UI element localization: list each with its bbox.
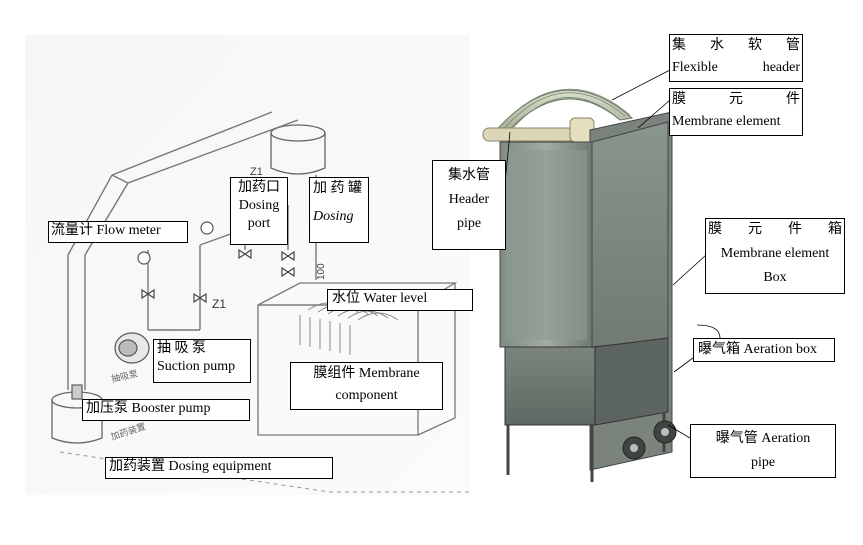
membrane-element-label: 膜 元 件 Membrane element: [669, 88, 803, 136]
header-pipe-en2: pipe: [456, 216, 482, 231]
suction-pump-cn: 抽 吸 泵: [157, 341, 206, 356]
aeration-box-text: 曝气箱 Aeration box: [698, 342, 817, 357]
membrane-box-cn: 膜 元 件 箱: [708, 222, 842, 237]
valve-symbols: [141, 248, 295, 304]
dosing-tank-label: 加 药 罐 Dosing: [309, 177, 369, 243]
membrane-element-en: Membrane element: [672, 114, 781, 129]
dosing-port-label: 加药口 Dosing port: [230, 177, 288, 245]
dosing-port-cn: 加药口: [238, 180, 280, 195]
dosing-equipment-text: 加药装置 Dosing equipment: [109, 459, 272, 474]
membrane-component-en: component: [335, 388, 398, 403]
flow-meter-label: 流量计 Flow meter: [48, 221, 188, 243]
dosing-tank-en: Dosing: [313, 209, 354, 224]
mbr-unit-photo: [482, 88, 677, 482]
water-level-label: 水位 Water level: [327, 289, 473, 311]
header-pipe-cn: 集水管: [448, 168, 490, 183]
membrane-component-cn: 膜组件 Membrane: [313, 366, 420, 381]
flexible-header-label: 集 水 软 管 Flexible header: [669, 34, 803, 82]
dosing-port-en2: port: [247, 216, 271, 231]
gauge-symbols: [137, 221, 214, 265]
booster-pump-text: 加压泵 Booster pump: [86, 401, 211, 416]
membrane-box-en2: Box: [763, 270, 787, 285]
membrane-box-en1: Membrane element: [720, 246, 830, 261]
water-level-text: 水位 Water level: [332, 291, 428, 306]
z1-mid-mark: Z1: [212, 297, 226, 311]
dosing-tank-shape: [270, 124, 326, 175]
aeration-pipe-cn: 曝气管 Aeration: [715, 431, 811, 446]
level-100-mark: 100: [316, 263, 327, 280]
flexible-header-en: Flexible header: [672, 60, 800, 75]
aeration-pipe-en: pipe: [750, 455, 776, 470]
suction-pump-en: Suction pump: [157, 359, 236, 374]
flow-meter-text: 流量计 Flow meter: [51, 223, 161, 238]
aeration-pipe-label: 曝气管 Aeration pipe: [690, 424, 836, 478]
z1-top-mark: Z1: [250, 166, 263, 178]
header-pipe-label: 集水管 Header pipe: [432, 160, 506, 250]
dosing-port-en1: Dosing: [238, 198, 280, 213]
aeration-box-label: 曝气箱 Aeration box: [693, 338, 835, 362]
header-pipe-en1: Header: [448, 192, 490, 207]
dosing-tank-cn: 加 药 罐: [313, 181, 362, 196]
booster-pump-label: 加压泵 Booster pump: [82, 399, 250, 421]
flexible-header-cn: 集 水 软 管: [672, 38, 800, 53]
suction-pump-label: 抽 吸 泵 Suction pump: [153, 339, 251, 383]
suction-pump-shape: [114, 332, 150, 364]
membrane-element-cn: 膜 元 件: [672, 92, 800, 107]
membrane-box-label: 膜 元 件 箱 Membrane element Box: [705, 218, 845, 294]
membrane-component-label: 膜组件 Membrane component: [290, 362, 443, 410]
dosing-equipment-label: 加药装置 Dosing equipment: [105, 457, 333, 479]
